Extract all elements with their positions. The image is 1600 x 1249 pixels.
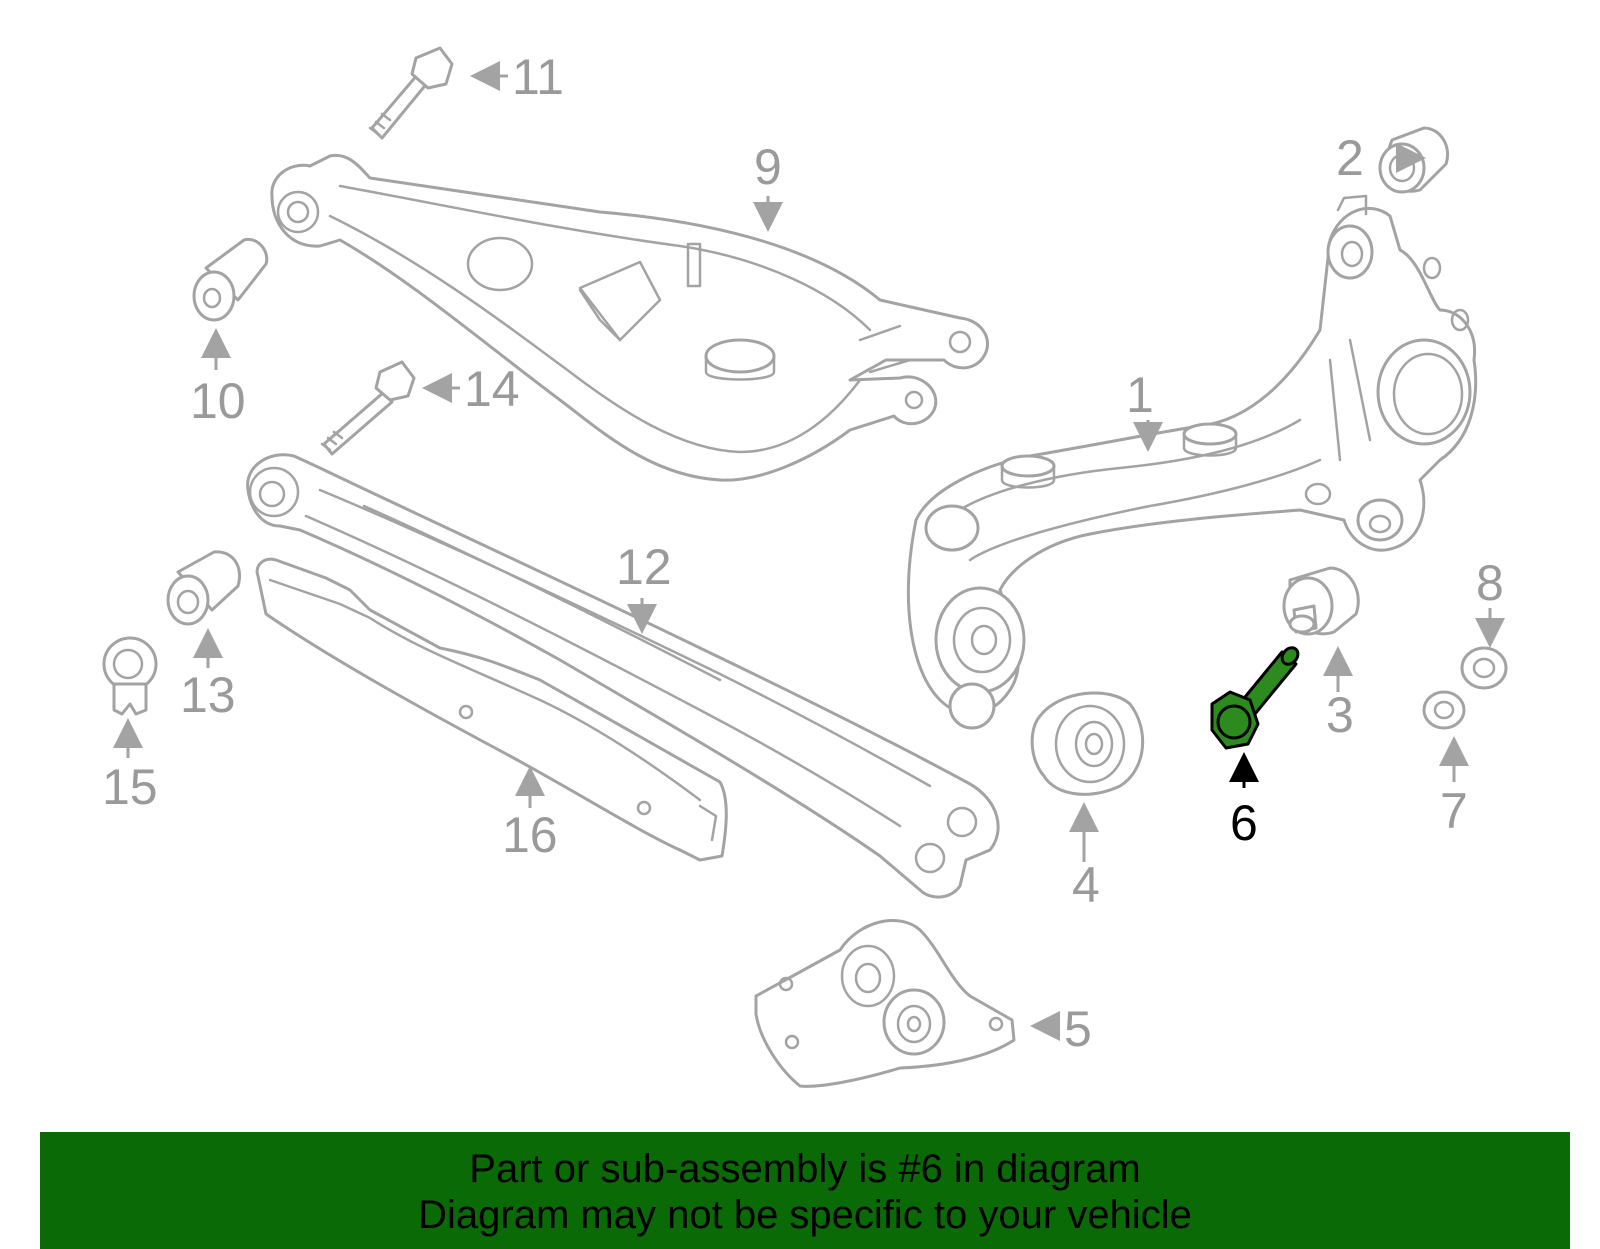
callout-14: 14 — [464, 361, 520, 417]
callout-6: 6 — [1230, 795, 1258, 851]
part-6-bolt-highlighted[interactable] — [1210, 645, 1301, 750]
callout-13: 13 — [180, 667, 236, 723]
callout-8: 8 — [1476, 555, 1504, 611]
callout-9: 9 — [754, 139, 782, 195]
callout-16: 16 — [502, 807, 558, 863]
callout-1: 1 — [1126, 367, 1154, 423]
callout-5: 5 — [1064, 1001, 1092, 1057]
callout-7: 7 — [1440, 783, 1468, 839]
part-3-bushing[interactable] — [1282, 566, 1360, 636]
part-10-bushing[interactable] — [192, 237, 269, 322]
callout-labels: 1 2 3 4 5 6 7 8 9 10 11 12 13 14 15 16 — [102, 49, 1504, 1057]
part-15-clamp[interactable] — [102, 636, 158, 716]
banner-line-2: Diagram may not be specific to your vehi… — [418, 1193, 1192, 1237]
banner-line-1: Part or sub-assembly is #6 in diagram — [469, 1147, 1141, 1191]
callout-12: 12 — [616, 539, 672, 595]
callout-10: 10 — [190, 373, 246, 429]
part-2-bushing[interactable] — [1378, 126, 1449, 194]
callout-11: 11 — [512, 49, 564, 105]
callout-15: 15 — [102, 759, 158, 815]
part-16-cover[interactable] — [255, 557, 728, 862]
part-14-bolt[interactable] — [320, 360, 416, 456]
part-13-bushing[interactable] — [166, 550, 241, 626]
part-11-bolt[interactable] — [368, 46, 454, 140]
callout-3: 3 — [1326, 687, 1354, 743]
part-8-bushing[interactable] — [1460, 646, 1508, 690]
part-5-mount[interactable] — [754, 918, 1016, 1088]
callout-arrows — [113, 61, 1505, 1041]
callout-2: 2 — [1336, 130, 1364, 186]
part-9-control-arm[interactable] — [270, 153, 990, 482]
part-12-lateral-link[interactable] — [246, 453, 1000, 899]
part-7-washer[interactable] — [1422, 690, 1466, 730]
info-banner: Part or sub-assembly is #6 in diagram Di… — [40, 1132, 1570, 1249]
part-4-bushing[interactable] — [1030, 691, 1145, 796]
part-1-knuckle[interactable] — [907, 194, 1478, 730]
callout-4: 4 — [1072, 857, 1100, 913]
